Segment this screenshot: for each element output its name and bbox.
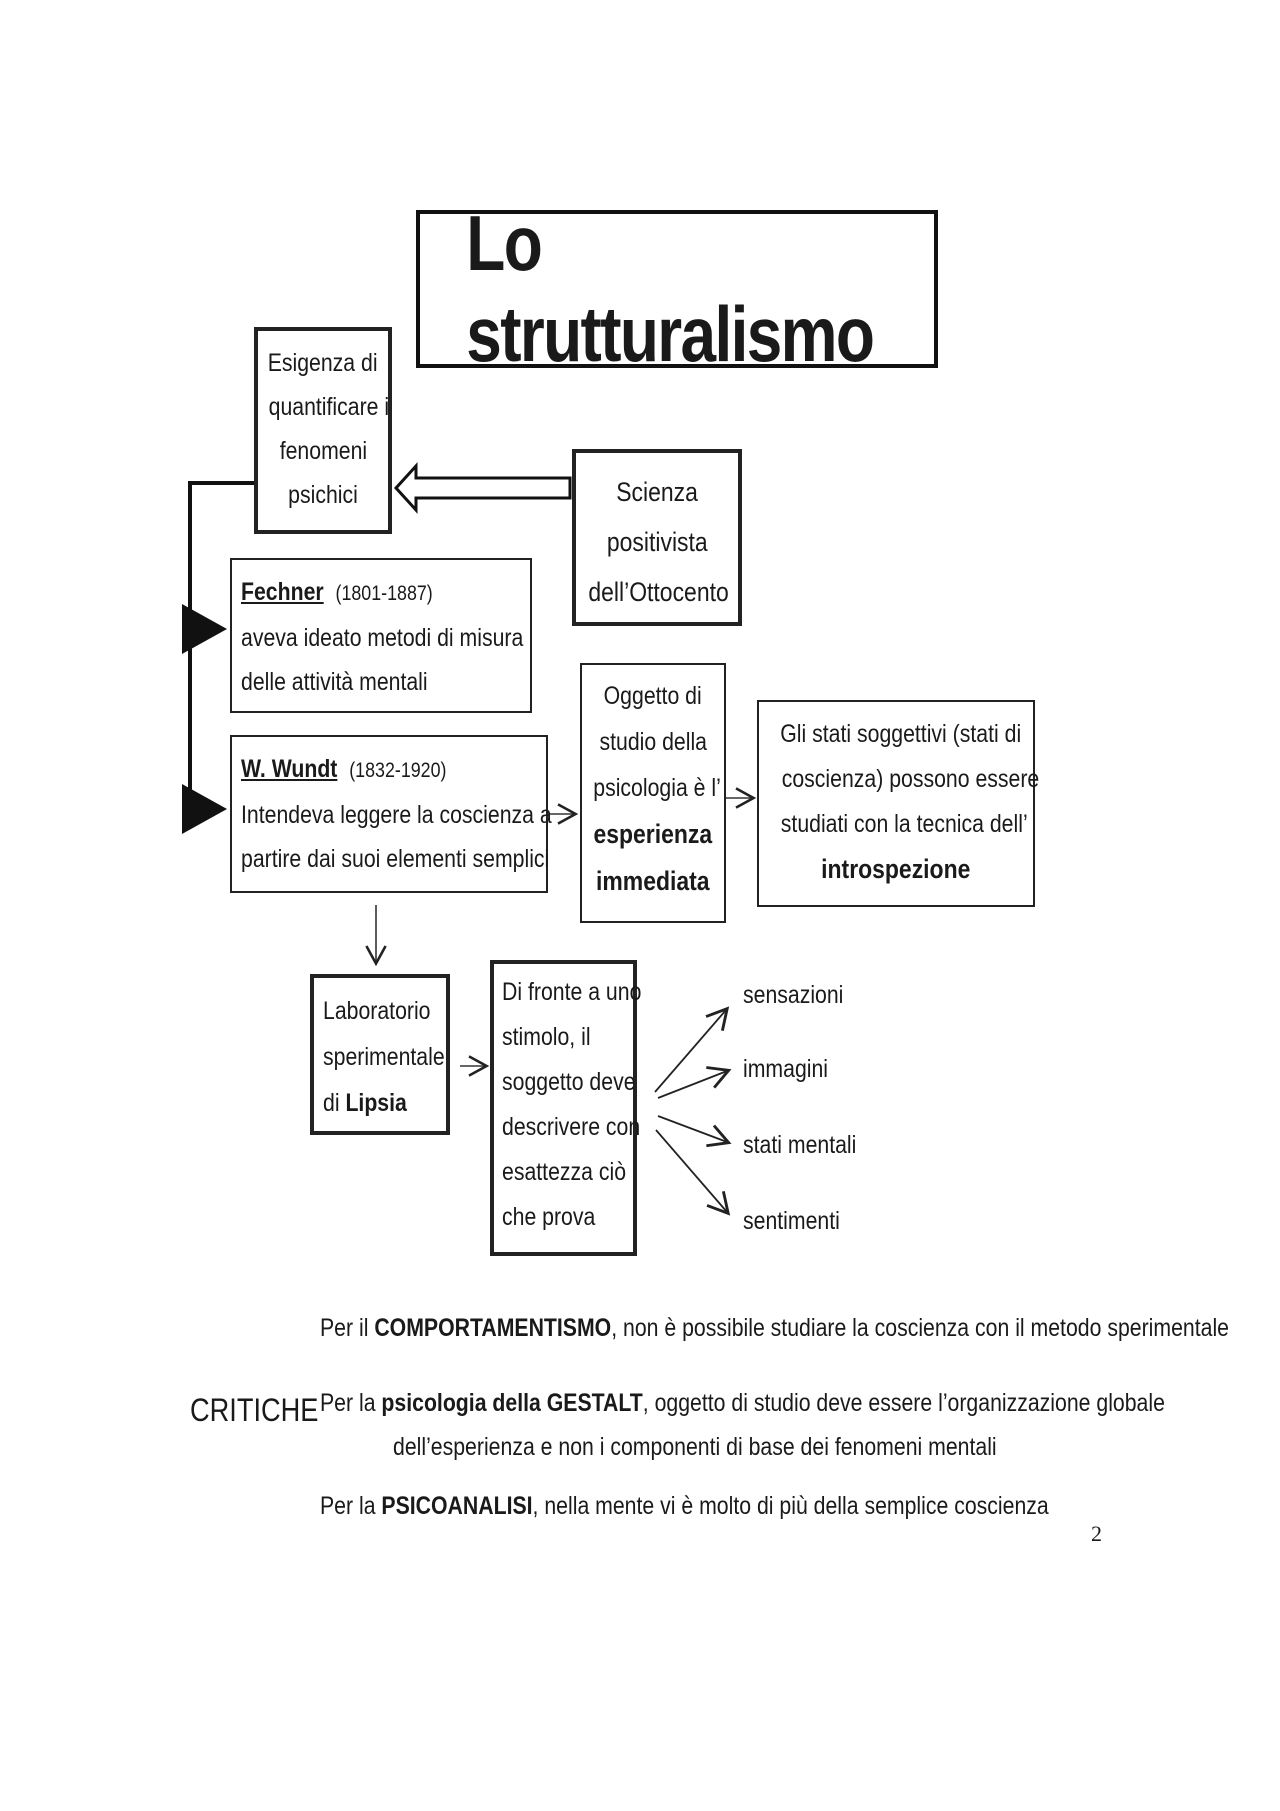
esigenza-line-2: quantificare i xyxy=(268,393,390,421)
esigenza-line-4: psichici xyxy=(288,481,358,509)
stati-bold: introspezione xyxy=(821,854,971,884)
laboratorio-box: Laboratorio sperimentale di Lipsia xyxy=(310,974,450,1135)
page-number: 2 xyxy=(1091,1521,1102,1546)
scienza-line-2: positivista xyxy=(606,527,708,557)
critica-bold: PSICOANALISI xyxy=(381,1492,533,1520)
critica-bold: COMPORTAMENTISMO xyxy=(374,1314,612,1342)
wundt-name: W. Wundt xyxy=(241,755,338,783)
fechner-line-2: delle attività mentali xyxy=(241,668,428,696)
critica-post: , oggetto di studio deve essere l’organi… xyxy=(642,1389,1165,1417)
fechner-dates: (1801-1887) xyxy=(335,582,433,605)
stimolo-line-4: descrivere con xyxy=(502,1113,641,1141)
arrow-stati-mentali xyxy=(657,1115,732,1148)
scienza-box: Scienza positivista dell’Ottocento xyxy=(572,449,742,626)
arrow-immagini xyxy=(657,1066,732,1099)
outcome-label: sentimenti xyxy=(743,1207,840,1235)
wundt-line-1: Intendeva leggere la coscienza a xyxy=(241,801,552,829)
double-arrow-icon xyxy=(393,462,572,514)
outcome-sensazioni: sensazioni xyxy=(743,976,861,1015)
esigenza-line-3: fenomeni xyxy=(279,437,367,465)
laboratorio-bold: Lipsia xyxy=(345,1089,407,1117)
scienza-line-3: dell’Ottocento xyxy=(588,577,729,607)
stati-box: Gli stati soggettivi (stati di coscienza… xyxy=(757,700,1039,907)
title-box: Lo strutturalismo xyxy=(416,199,938,378)
stimolo-line-1: Di fronte a uno xyxy=(502,978,642,1006)
critica-pre: Per la xyxy=(320,1389,382,1417)
critica-psicoanalisi: Per la PSICOANALISI, nella mente vi è mo… xyxy=(320,1487,1177,1526)
stimolo-line-3: soggetto deve xyxy=(502,1068,636,1096)
fechner-line-1: aveva ideato metodi di misura xyxy=(241,624,524,652)
page-title: Lo strutturalismo xyxy=(466,199,875,378)
critica-cont: dell’esperienza e non i componenti di ba… xyxy=(393,1433,997,1461)
critica-post: , non è possibile studiare la coscienza … xyxy=(611,1314,1229,1342)
wundt-line-2: partire dai suoi elementi semplici xyxy=(241,845,550,873)
stati-line-1: Gli stati soggettivi (stati di xyxy=(780,720,1022,748)
critica-comportamentismo: Per il COMPORTAMENTISMO, non è possibile… xyxy=(320,1309,1280,1348)
critica-bold: psicologia della GESTALT xyxy=(381,1389,643,1417)
critiche-label-text: CRITICHE xyxy=(190,1392,319,1428)
arrow-sensazioni xyxy=(654,1006,730,1093)
stimolo-line-5: esattezza ciò xyxy=(502,1158,627,1186)
stimolo-line-2: stimolo, il xyxy=(502,1023,591,1051)
critica-gestalt: Per la psicologia della GESTALT, oggetto… xyxy=(320,1384,1280,1423)
critica-pre: Per la xyxy=(320,1492,382,1520)
stati-line-3: studiati con la tecnica dell’ xyxy=(780,810,1028,838)
outcome-immagini: immagini xyxy=(743,1050,843,1089)
stimolo-box: Di fronte a uno stimolo, il soggetto dev… xyxy=(490,960,641,1256)
laboratorio-line-1: Laboratorio xyxy=(323,997,431,1025)
outcome-sentimenti: sentimenti xyxy=(743,1202,857,1241)
wundt-dates: (1832-1920) xyxy=(349,759,447,782)
critica-pre: Per il xyxy=(320,1314,375,1342)
oggetto-line-2: studio della xyxy=(599,728,707,756)
critica-post: , nella mente vi è molto di più della se… xyxy=(532,1492,1049,1520)
oggetto-bold-2: immediata xyxy=(596,866,710,896)
oggetto-box: Oggetto di studio della psicologia è l’ … xyxy=(580,663,726,923)
esigenza-line-1: Esigenza di xyxy=(268,349,378,377)
arrow-sentimenti xyxy=(655,1129,731,1216)
stati-line-2: coscienza) possono essere xyxy=(781,765,1040,793)
wundt-box: W. Wundt (1832-1920) Intendeva leggere l… xyxy=(230,735,552,893)
oggetto-bold-1: esperienza xyxy=(593,819,713,849)
outcome-label: sensazioni xyxy=(743,981,844,1009)
laboratorio-prefix: di xyxy=(323,1089,346,1117)
critiche-label: CRITICHE xyxy=(190,1392,341,1429)
oggetto-line-3: psicologia è l’ xyxy=(593,774,721,802)
outcome-label: stati mentali xyxy=(743,1131,857,1159)
stimolo-line-6: che prova xyxy=(502,1203,596,1231)
laboratorio-line-2: sperimentale xyxy=(323,1043,445,1071)
fechner-name: Fechner xyxy=(241,578,324,606)
esigenza-box: Esigenza di quantificare i fenomeni psic… xyxy=(254,327,392,534)
oggetto-line-1: Oggetto di xyxy=(603,682,703,710)
outcome-label: immagini xyxy=(743,1055,829,1083)
fechner-box: Fechner (1801-1887) aveva ideato metodi … xyxy=(230,558,532,713)
critica-gestalt-cont: dell’esperienza e non i componenti di ba… xyxy=(393,1428,1103,1467)
scienza-line-1: Scienza xyxy=(616,477,698,507)
outcome-stati-mentali: stati mentali xyxy=(743,1126,876,1165)
